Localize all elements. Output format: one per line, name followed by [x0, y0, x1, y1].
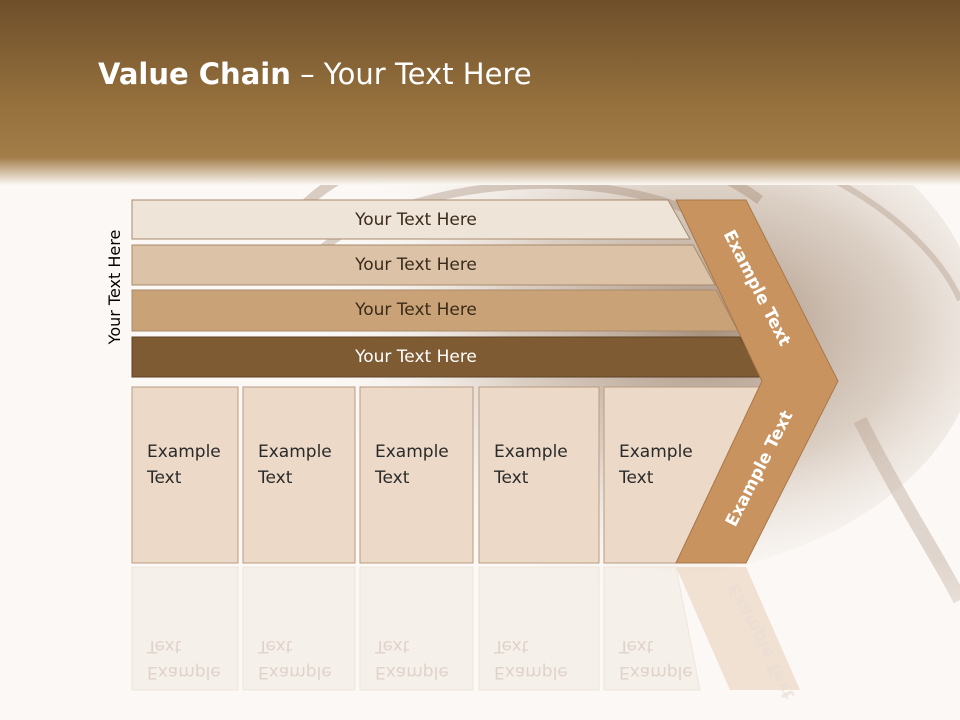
value-bar-label-4: Your Text Here [355, 347, 477, 367]
activity-box-reflection-3 [359, 566, 474, 691]
activity-box-label-1: Example Text [147, 442, 221, 488]
activity-box-reflection-2 [242, 566, 356, 691]
activity-box-reflection-1 [131, 566, 239, 691]
activity-box-label-5: Example Text [619, 442, 693, 488]
value-bar-label-1: Your Text Here [355, 210, 477, 230]
activity-box-4 [478, 386, 600, 564]
activity-box-reflection-label-3: Example Text [375, 636, 449, 682]
slide-title: Value Chain – Your Text Here [98, 52, 532, 96]
value-bar-label-3: Your Text Here [355, 300, 477, 320]
activity-box-reflection-4 [478, 566, 600, 691]
value-bar-label-2: Your Text Here [355, 255, 477, 275]
activity-box-label-3: Example Text [375, 442, 449, 488]
activity-box-label-4: Example Text [494, 442, 568, 488]
activity-box-1 [131, 386, 239, 564]
activity-box-reflection-label-4: Example Text [494, 636, 568, 682]
activity-box-reflection-label-2: Example Text [258, 636, 332, 682]
activity-box-reflection-label-5: Example Text [619, 636, 693, 682]
margin-chevron [675, 199, 839, 564]
side-label: Your Text Here [105, 229, 124, 345]
value-bar-2 [131, 244, 716, 286]
title-bold: Value Chain [98, 57, 291, 91]
value-bar-1 [131, 199, 691, 240]
activity-box-label-2: Example Text [258, 442, 332, 488]
activity-box-reflection-5 [603, 566, 701, 691]
title-rest: – Your Text Here [290, 57, 532, 91]
header-band [0, 0, 960, 185]
activity-box-reflection-label-1: Example Text [147, 636, 221, 682]
activity-box-2 [242, 386, 356, 564]
margin-chevron-reflection [676, 567, 800, 690]
activity-box-3 [359, 386, 474, 564]
